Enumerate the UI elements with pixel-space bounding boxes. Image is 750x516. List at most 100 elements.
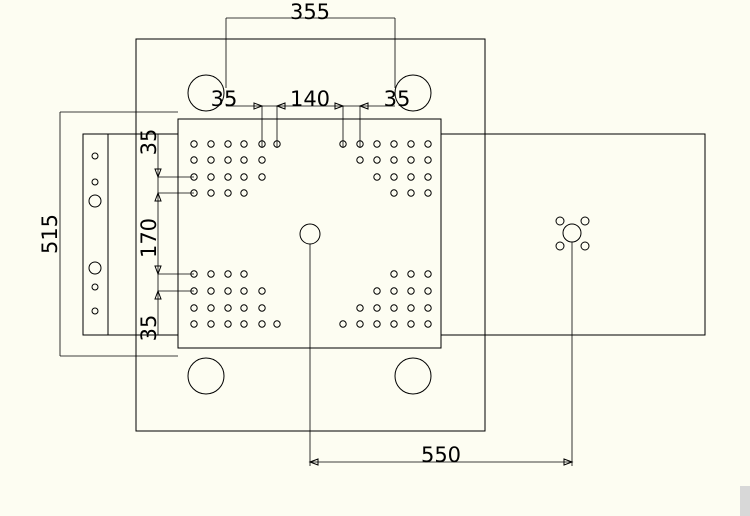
- platen-hole: [424, 304, 432, 312]
- platen-hole: [373, 140, 381, 148]
- platen-hole: [240, 320, 248, 328]
- platen-hole: [407, 140, 415, 148]
- platen-hole: [224, 189, 232, 197]
- platen-hole: [356, 304, 364, 312]
- platen-hole: [207, 189, 215, 197]
- platen-hole-grid: [190, 140, 432, 328]
- tie-bar-top-left: [187, 74, 225, 112]
- scroll-corner: [740, 486, 750, 516]
- ejector-hole: [555, 216, 565, 226]
- platen-hole: [207, 156, 215, 164]
- platen-hole: [240, 189, 248, 197]
- platen-hole: [258, 156, 266, 164]
- dimension-hole-spacing: 35 140 35: [211, 87, 411, 148]
- platen-hole: [207, 270, 215, 278]
- strip-hole: [88, 261, 102, 275]
- dim-label-top-span: 355: [290, 0, 330, 24]
- ejector-hole: [555, 241, 565, 251]
- platen-hole: [258, 320, 266, 328]
- left-strip: [82, 133, 109, 336]
- platen-hole: [224, 304, 232, 312]
- platen-hole: [390, 270, 398, 278]
- dim-label-left-top: 35: [137, 129, 161, 156]
- platen-hole: [424, 156, 432, 164]
- platen-hole: [240, 304, 248, 312]
- platen-hole: [224, 156, 232, 164]
- platen-hole: [373, 156, 381, 164]
- platen-hole: [407, 270, 415, 278]
- dimension-height: 515: [38, 111, 178, 357]
- platen-hole: [373, 304, 381, 312]
- platen-hole: [240, 156, 248, 164]
- tie-bar-top-right: [394, 74, 432, 112]
- platen-hole: [190, 156, 198, 164]
- platen-hole: [224, 320, 232, 328]
- platen-hole: [356, 320, 364, 328]
- platen-hole: [240, 270, 248, 278]
- platen-hole: [390, 287, 398, 295]
- dim-label-right-offset: 35: [384, 87, 411, 111]
- strip-hole: [91, 307, 99, 315]
- platen-hole: [258, 173, 266, 181]
- platen-hole: [407, 320, 415, 328]
- platen-hole: [373, 320, 381, 328]
- platen-hole: [424, 173, 432, 181]
- ejector-pattern: [555, 216, 590, 251]
- platen-hole: [407, 304, 415, 312]
- platen-hole: [356, 156, 364, 164]
- platen-hole: [390, 173, 398, 181]
- main-platen: [177, 118, 442, 349]
- platen-hole: [424, 189, 432, 197]
- platen-hole: [224, 270, 232, 278]
- platen-hole: [390, 156, 398, 164]
- platen-hole: [424, 270, 432, 278]
- platen-hole: [373, 173, 381, 181]
- left-strip-holes: [88, 152, 102, 315]
- platen-hole: [339, 320, 347, 328]
- dim-label-left-offset: 35: [211, 87, 238, 111]
- center-hole: [299, 223, 321, 245]
- platen-hole: [190, 304, 198, 312]
- strip-hole: [91, 178, 99, 186]
- platen-hole: [207, 173, 215, 181]
- platen-hole: [207, 320, 215, 328]
- platen-hole: [407, 173, 415, 181]
- platen-hole: [224, 287, 232, 295]
- strip-hole: [88, 194, 102, 208]
- ejector-center: [562, 223, 582, 243]
- platen-hole: [207, 140, 215, 148]
- platen-hole: [390, 140, 398, 148]
- platen-hole: [258, 304, 266, 312]
- dim-label-height: 515: [38, 214, 62, 254]
- platen-hole: [224, 140, 232, 148]
- dimension-bottom-span: 550: [308, 242, 574, 467]
- platen-hole: [258, 287, 266, 295]
- platen-hole: [390, 189, 398, 197]
- dim-label-left-bottom: 35: [137, 315, 161, 342]
- dimension-left-spacing: 35 170 35: [137, 129, 194, 342]
- platen-hole: [390, 304, 398, 312]
- platen-hole: [373, 287, 381, 295]
- extension-plate: [440, 133, 706, 336]
- platen-hole: [273, 320, 281, 328]
- dim-label-center-gap: 140: [290, 87, 330, 111]
- platen-hole: [240, 287, 248, 295]
- ejector-hole: [580, 216, 590, 226]
- tie-bar-bottom-left: [187, 357, 225, 395]
- platen-hole: [424, 320, 432, 328]
- dimension-top-span: 355: [225, 0, 396, 88]
- platen-hole: [224, 173, 232, 181]
- platen-hole: [190, 320, 198, 328]
- strip-hole: [91, 152, 99, 160]
- platen-hole: [240, 140, 248, 148]
- platen-hole: [424, 287, 432, 295]
- platen-hole: [390, 320, 398, 328]
- platen-hole: [407, 287, 415, 295]
- platen-hole: [424, 140, 432, 148]
- platen-hole: [407, 189, 415, 197]
- platen-hole: [207, 304, 215, 312]
- ejector-hole: [580, 241, 590, 251]
- tie-bar-bottom-right: [394, 357, 432, 395]
- platen-hole: [207, 287, 215, 295]
